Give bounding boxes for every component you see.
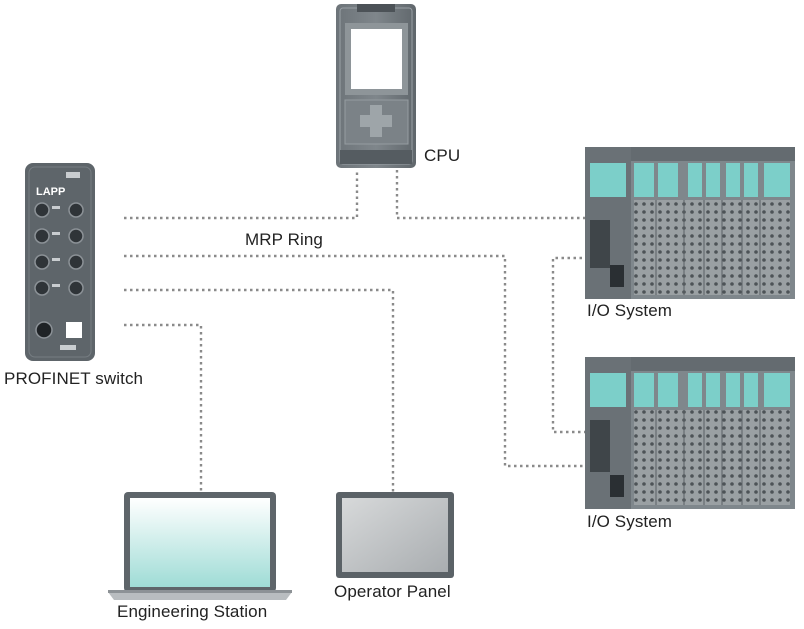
io-system-2-label: I/O System: [587, 512, 673, 531]
switch-brand: LAPP: [36, 186, 65, 198]
link-io1-io2: [551, 256, 588, 434]
engineering-station-label: Engineering Station: [117, 602, 268, 621]
link-switch-engineering-station: [124, 323, 203, 492]
link-cpu-io1: [395, 170, 588, 220]
cross-icon: [360, 105, 392, 137]
engineering-station-device: [108, 492, 292, 600]
link-switch-operator-panel: [124, 288, 395, 492]
mrp-ring-label: MRP Ring: [245, 230, 323, 249]
cpu-label: CPU: [424, 146, 461, 165]
io-system-1-device: [585, 147, 795, 299]
link-switch-cpu: [124, 170, 359, 220]
io-system-2-device: [585, 357, 795, 509]
operator-panel-device: [336, 492, 454, 578]
network-links: [124, 170, 588, 492]
io-system-1-label: I/O System: [587, 301, 673, 320]
operator-panel-label: Operator Panel: [334, 582, 451, 601]
cpu-device: [336, 4, 416, 168]
link-switch-io2: [124, 254, 588, 468]
profinet-switch-device: LAPP: [25, 163, 95, 361]
profinet-switch-label: PROFINET switch: [4, 369, 144, 388]
